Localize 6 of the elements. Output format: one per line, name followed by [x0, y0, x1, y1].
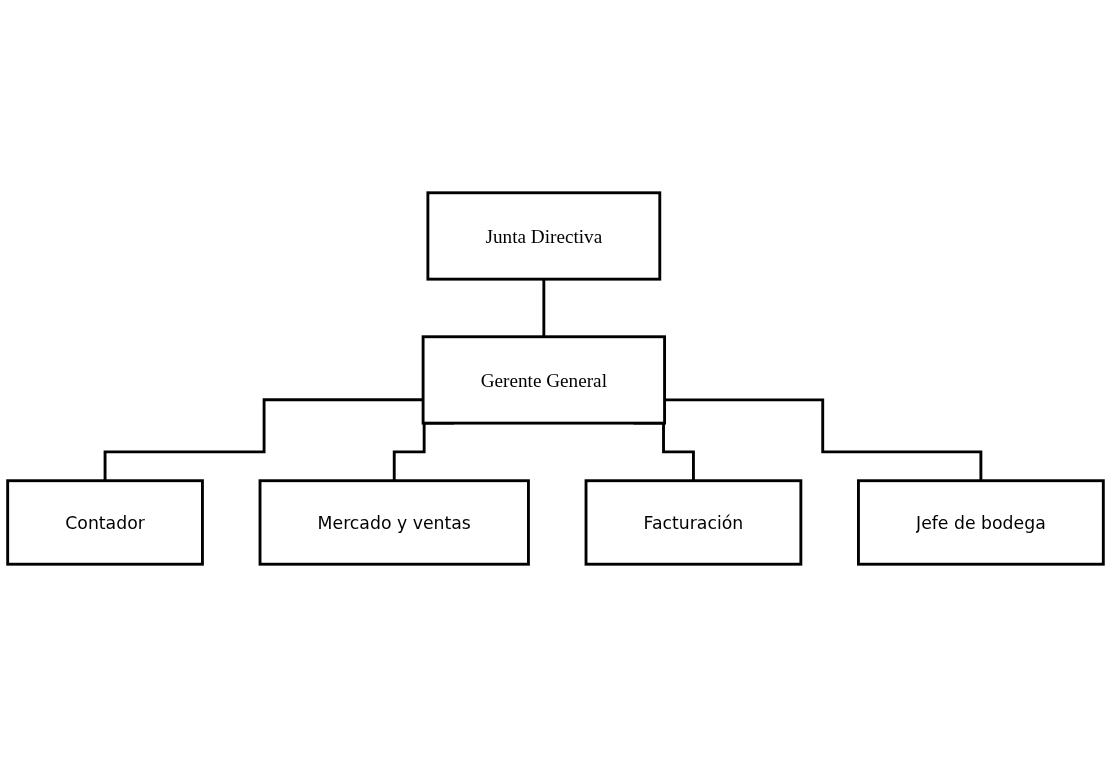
node-box: Gerente General: [421, 335, 666, 425]
node-box: Jefe de bodega: [857, 479, 1105, 566]
node-box: Mercado y ventas: [258, 479, 530, 566]
node-box: Facturación: [584, 479, 803, 566]
node-box: Junta Directiva: [426, 191, 662, 281]
node-box: Contador: [6, 479, 204, 566]
